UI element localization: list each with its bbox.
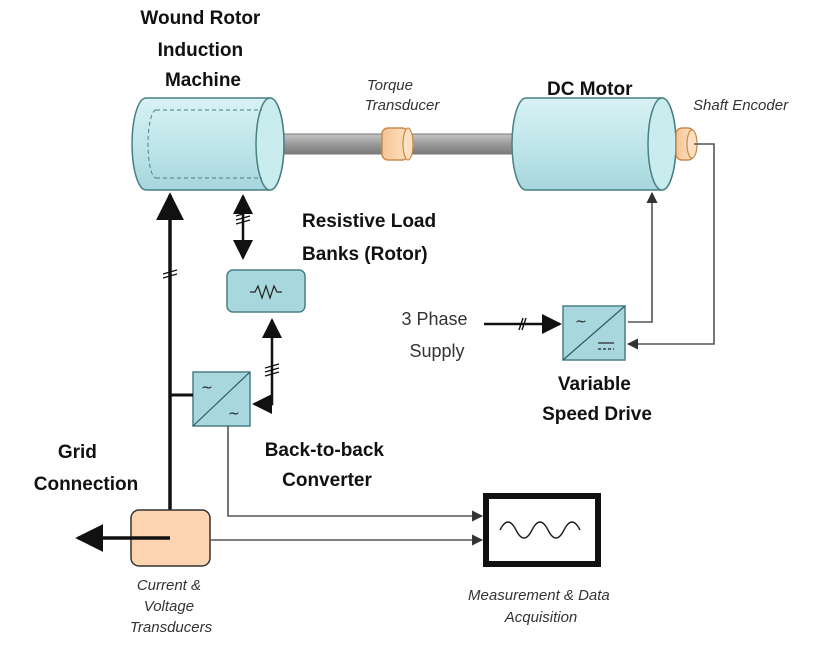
wound-rotor-label-line1: Wound Rotor [140, 8, 261, 29]
three-phase-supply-label-line2: Supply [409, 341, 464, 361]
back-to-back-converter-box: ~ ~ [192, 371, 251, 427]
torque-transducer-label-line1: Torque [367, 77, 413, 94]
converter-hatch-icon [264, 363, 280, 377]
stator-hatch-icon [162, 269, 178, 279]
shaft-encoder-label: Shaft Encoder [693, 97, 789, 114]
converter-to-measurement-wire [227, 426, 484, 522]
variable-speed-drive-box: ~ [562, 305, 626, 361]
three-phase-supply-label-line1: 3 Phase [401, 309, 467, 329]
variable-speed-drive-label: Variable Speed Drive [542, 374, 652, 425]
measurement-label-line2: Acquisition [504, 609, 578, 626]
sine-wave-icon [499, 521, 581, 539]
grid-connection-label-line1: Grid [58, 442, 97, 463]
measurement-box [483, 493, 601, 567]
shaft-encoder [675, 127, 698, 161]
wound-rotor-machine [131, 97, 285, 191]
back-to-back-label: Back-to-back Converter [265, 440, 390, 491]
variable-speed-drive-label-line2: Speed Drive [542, 404, 652, 425]
three-phase-hatch-icon [518, 317, 527, 331]
variable-speed-drive-label-line1: Variable [558, 374, 631, 395]
resistive-load-bank-box [226, 269, 306, 313]
wound-rotor-label-line3: Machine [165, 70, 241, 91]
grid-connection-label: Grid Connection [34, 442, 139, 495]
resistive-load-label: Resistive Load Banks (Rotor) [302, 211, 441, 265]
three-phase-supply-label: 3 Phase Supply [401, 309, 472, 361]
encoder-feedback-wire [626, 143, 715, 350]
current-voltage-label-line2: Voltage [144, 598, 194, 615]
dc-motor-label: DC Motor [547, 79, 633, 100]
back-to-back-label-line1: Back-to-back [265, 440, 385, 461]
svg-text:~: ~ [228, 406, 240, 422]
wound-rotor-label-line2: Induction [158, 40, 243, 61]
current-voltage-label-line3: Transducers [130, 619, 213, 636]
vsd-to-dc-motor-wire [628, 191, 658, 323]
svg-text:~: ~ [575, 314, 587, 330]
measurement-label-line1: Measurement & Data [468, 587, 610, 604]
torque-transducer [381, 127, 414, 161]
back-to-back-label-line2: Converter [282, 470, 372, 491]
current-voltage-label: Current & Voltage Transducers [130, 577, 213, 636]
wound-rotor-label: Wound Rotor Induction Machine [140, 8, 265, 91]
rotor-hatch-icon [235, 211, 251, 225]
resistive-load-label-line1: Resistive Load [302, 211, 436, 232]
resistive-load-label-line2: Banks (Rotor) [302, 244, 428, 265]
measurement-label: Measurement & Data Acquisition [468, 587, 614, 626]
current-voltage-label-line1: Current & [137, 577, 201, 594]
load-bank-to-converter-line [252, 318, 282, 414]
dc-motor [511, 97, 677, 191]
torque-transducer-label: Torque Transducer [365, 77, 441, 114]
torque-transducer-label-line2: Transducer [365, 97, 441, 114]
svg-text:~: ~ [201, 380, 213, 396]
grid-connection-label-line2: Connection [34, 474, 139, 495]
